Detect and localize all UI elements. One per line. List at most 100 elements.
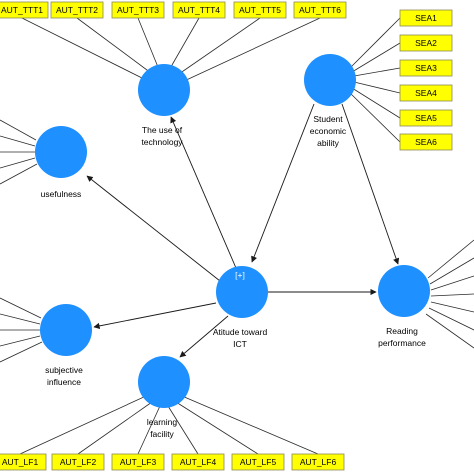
svg-text:SEA3: SEA3 (415, 63, 437, 73)
loading-line-lf5 (175, 401, 259, 455)
loading-line-usefulness-2 (0, 135, 36, 147)
construct-attitude-toward-ict-label-line-1: Atitude toward (213, 327, 268, 337)
construct-subjective-influence[interactable]: subjective influence (40, 304, 92, 387)
indicator-aut-lf5: AUT_LF5 (231, 453, 285, 471)
indicator-aut-ttt1: AUT_TTT1 (0, 1, 49, 19)
loading-line-sea6 (348, 91, 401, 143)
svg-text:SEA2: SEA2 (415, 38, 437, 48)
svg-text:AUT_TTT3: AUT_TTT3 (117, 5, 159, 15)
construct-learning-facility-label-line-2: facility (150, 429, 174, 439)
construct-use-of-technology-label-line-2: technology (141, 137, 183, 147)
loading-line-subjective-1 (0, 297, 42, 319)
svg-text:AUT_TTT6: AUT_TTT6 (299, 5, 341, 15)
loading-line-ttt6 (181, 17, 321, 83)
structural-paths (86, 103, 400, 358)
svg-text:SEA4: SEA4 (415, 88, 437, 98)
loading-line-subjective-2 (0, 313, 41, 325)
construct-attitude-toward-ict-badge: [+] (235, 270, 245, 280)
construct-subjective-influence-circle[interactable] (40, 304, 92, 356)
indicator-aut-lf4: AUT_LF4 (171, 453, 225, 471)
construct-usefulness-circle[interactable] (35, 126, 87, 178)
loading-line-usefulness-1 (0, 119, 37, 141)
indicator-sea1: SEA1 (399, 9, 453, 27)
loading-line-reading-4 (430, 293, 474, 297)
indicator-sea6: SEA6 (399, 133, 453, 151)
construct-use-of-technology-label-line-1: The use of (142, 125, 183, 135)
loading-line-subjective-5 (0, 341, 43, 363)
svg-text:AUT_LF6: AUT_LF6 (300, 457, 337, 467)
loading-line-ttt3 (137, 17, 161, 73)
construct-student-economic-ability-label-line-1: Student (313, 114, 343, 124)
loading-line-sea3 (353, 67, 401, 77)
svg-text:AUT_LF4: AUT_LF4 (180, 457, 217, 467)
construct-use-of-technology-circle[interactable] (138, 64, 190, 116)
loading-line-lf2 (77, 401, 153, 455)
loading-line-sea5 (351, 87, 401, 119)
loading-line-reading-7 (425, 313, 474, 349)
construct-learning-facility-label-line-1: learning (147, 417, 178, 427)
construct-reading-performance-label-line-1: Reading (386, 326, 418, 336)
loading-line-sea1 (349, 17, 401, 69)
loading-line-ttt1 (21, 17, 151, 83)
indicator-aut-ttt2: AUT_TTT2 (50, 1, 104, 19)
construct-reading-performance[interactable]: Reading performance (378, 265, 430, 348)
construct-attitude-toward-ict-circle[interactable] (216, 266, 268, 318)
construct-attitude-toward-ict[interactable]: [+] Atitude toward ICT (213, 266, 268, 349)
loading-line-ttt4 (167, 17, 200, 73)
svg-text:AUT_LF2: AUT_LF2 (60, 457, 97, 467)
construct-student-economic-ability-label-line-3: ability (317, 138, 339, 148)
loading-line-ttt2 (76, 17, 156, 77)
loading-line-reading-3 (430, 275, 474, 291)
svg-text:SEA6: SEA6 (415, 137, 437, 147)
indicator-sea2: SEA2 (399, 34, 453, 52)
indicator-sea5: SEA5 (399, 109, 453, 127)
construct-usefulness-label: usefulness (41, 189, 82, 199)
top-indicators: AUT_TTT1 AUT_TTT2 AUT_TTT3 AUT_TTT4 AUT_… (0, 1, 347, 19)
indicator-aut-lf2: AUT_LF2 (51, 453, 105, 471)
loading-line-reading-6 (428, 307, 474, 331)
path-attitude-to-usefulness (86, 175, 221, 282)
construct-usefulness[interactable]: usefulness (35, 126, 87, 199)
loading-line-usefulness-5 (0, 163, 38, 185)
construct-learning-facility[interactable]: learning facility (138, 356, 190, 439)
construct-reading-performance-circle[interactable] (378, 265, 430, 317)
loading-line-reading-1 (427, 239, 474, 279)
indicator-aut-lf3: AUT_LF3 (111, 453, 165, 471)
construct-use-of-technology[interactable]: The use of technology (138, 64, 190, 147)
loading-line-lf4 (167, 405, 199, 455)
svg-text:AUT_TTT2: AUT_TTT2 (56, 5, 98, 15)
loading-line-ttt5 (175, 17, 261, 77)
loading-line-lf3 (137, 405, 161, 455)
svg-text:AUT_TTT5: AUT_TTT5 (239, 5, 281, 15)
construct-subjective-influence-label-line-2: influence (47, 377, 81, 387)
indicator-sea3: SEA3 (399, 59, 453, 77)
loading-line-sea4 (353, 81, 401, 94)
loading-line-reading-2 (429, 257, 474, 285)
path-economic-ability-to-reading-performance (341, 103, 400, 265)
indicator-aut-ttt3: AUT_TTT3 (111, 1, 165, 19)
indicator-aut-ttt6: AUT_TTT6 (293, 1, 347, 19)
indicator-lines (0, 17, 474, 455)
svg-text:SEA5: SEA5 (415, 113, 437, 123)
svg-text:AUT_LF3: AUT_LF3 (120, 457, 157, 467)
indicator-sea4: SEA4 (399, 84, 453, 102)
path-economic-ability-to-attitude (251, 103, 315, 263)
svg-text:AUT_TTT4: AUT_TTT4 (178, 5, 220, 15)
construct-learning-facility-circle[interactable] (138, 356, 190, 408)
svg-text:AUT_LF1: AUT_LF1 (2, 457, 39, 467)
construct-student-economic-ability[interactable]: Student economic ability (304, 54, 356, 148)
construct-subjective-influence-label-line-1: subjective (45, 365, 83, 375)
indicator-aut-lf1: AUT_LF1 (0, 453, 47, 471)
loading-line-lf6 (181, 395, 319, 455)
loading-line-usefulness-4 (0, 157, 36, 169)
loading-line-lf1 (19, 395, 147, 455)
construct-attitude-toward-ict-label-line-2: ICT (233, 339, 247, 349)
path-attitude-to-learning-facility (179, 315, 229, 358)
svg-text:AUT_TTT1: AUT_TTT1 (1, 5, 43, 15)
right-indicators: SEA1 SEA2 SEA3 SEA4 SEA5 SEA6 (399, 9, 453, 151)
construct-student-economic-ability-circle[interactable] (304, 54, 356, 106)
bottom-indicators: AUT_LF1 AUT_LF2 AUT_LF3 AUT_LF4 AUT_LF5 … (0, 453, 345, 471)
loading-line-subjective-4 (0, 335, 41, 347)
construct-student-economic-ability-label-line-2: economic (310, 126, 347, 136)
